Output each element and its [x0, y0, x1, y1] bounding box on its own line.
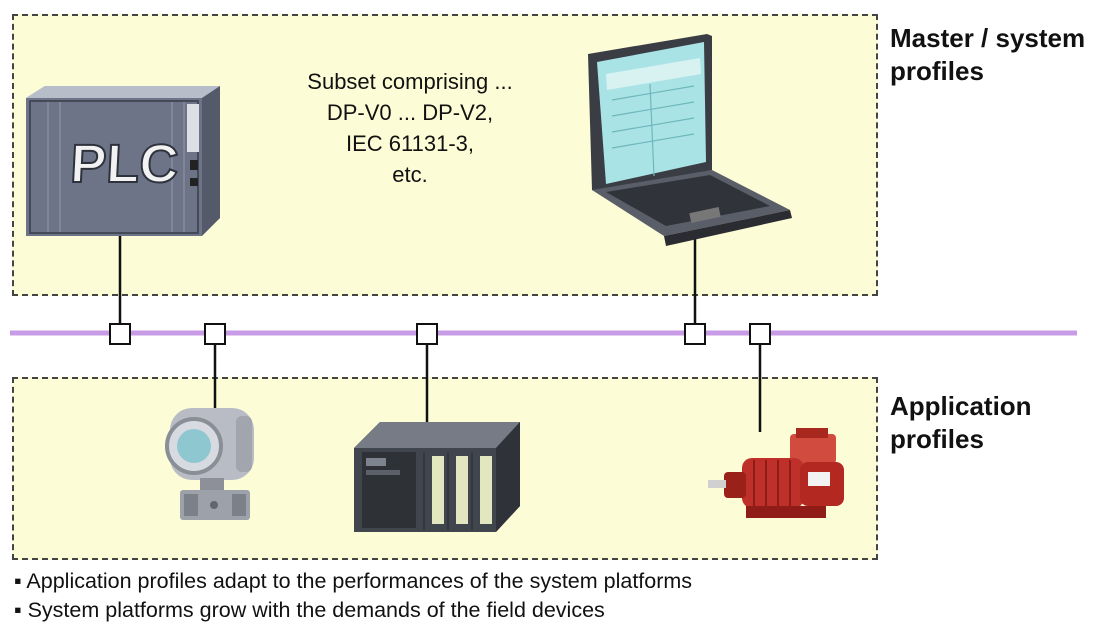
bus-node: [749, 323, 771, 345]
application-profiles-label: Application profiles: [890, 390, 1105, 456]
subset-note-line: Subset comprising ...: [307, 69, 513, 94]
subset-note-line: etc.: [392, 162, 428, 187]
io-module-icon: [354, 422, 520, 532]
subset-note-line: DP-V0 ... DP-V2,: [326, 100, 494, 125]
subset-note: Subset comprising ... DP-V0 ... DP-V2, I…: [262, 66, 558, 190]
bus-node: [684, 323, 706, 345]
footnote-item: ▪ System platforms grow with the demands…: [14, 598, 605, 622]
footnote-item: ▪ Application profiles adapt to the perf…: [14, 569, 693, 593]
application-label-line: profiles: [890, 424, 984, 454]
footnotes: ▪ Application profiles adapt to the perf…: [14, 567, 1104, 625]
bus-connections: [118, 232, 762, 432]
laptop-icon: [588, 34, 792, 246]
application-label-line: Application: [890, 391, 1032, 421]
motor-icon: [708, 428, 844, 518]
plc-label: PLC: [69, 134, 180, 194]
master-system-profiles-label: Master / system profiles: [890, 22, 1105, 88]
bus-node: [416, 323, 438, 345]
bus-node: [204, 323, 226, 345]
pressure-transmitter-icon: [165, 408, 254, 520]
master-label-line: profiles: [890, 56, 984, 86]
bus-node: [109, 323, 131, 345]
subset-note-line: IEC 61131-3,: [345, 131, 474, 156]
master-label-line: Master / system: [890, 23, 1086, 53]
plc-icon: PLC: [26, 86, 220, 236]
